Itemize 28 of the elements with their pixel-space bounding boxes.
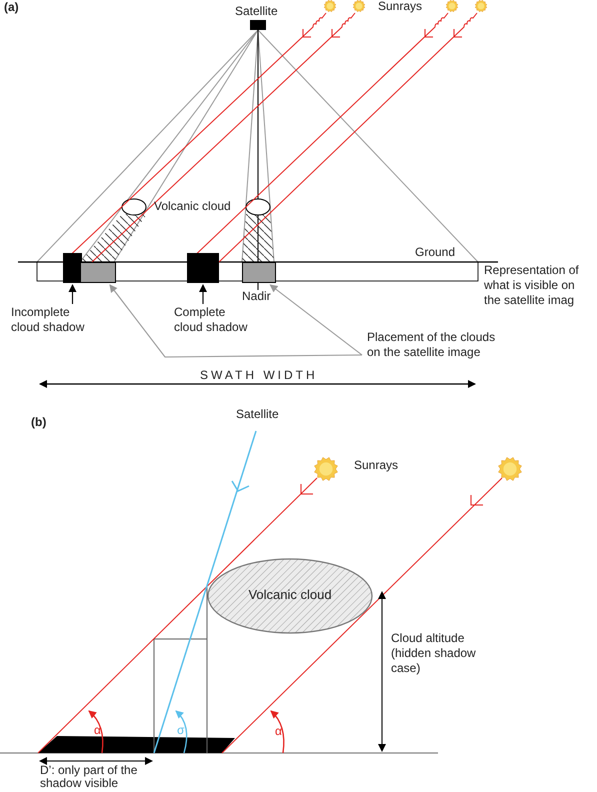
angle-symbol: σ — [177, 723, 184, 738]
angle-symbol: α — [275, 724, 282, 739]
arrow — [199, 284, 207, 304]
caption-text: Incomplete cloud shadow — [11, 305, 101, 335]
strip-description: Representation of what is visible on the satellite imag — [484, 263, 580, 308]
satellite-label: Satellite — [235, 4, 278, 19]
arrow — [68, 284, 76, 304]
cloud-image-block — [242, 262, 276, 283]
swath-width-label: SWATH WIDTH — [200, 368, 318, 383]
cloud-label: Volcanic cloud — [154, 199, 231, 214]
panel-label: (b) — [31, 415, 46, 430]
caption-text: Complete cloud shadow — [174, 305, 252, 335]
sunrays-label: Sunrays — [378, 0, 422, 14]
shadow-block — [63, 253, 82, 283]
nadir-label: Nadir — [242, 289, 271, 304]
altitude-label: Cloud altitude (hidden shadow case) — [391, 631, 477, 676]
cloud-label: Volcanic cloud — [247, 587, 333, 602]
cloud-image-block — [80, 262, 116, 283]
angle-symbol: α — [94, 723, 101, 738]
shadow-block — [187, 253, 219, 283]
caption-text: Placement of the clouds on the satellite image — [367, 330, 502, 360]
arrow — [270, 284, 362, 356]
arrow — [109, 284, 362, 358]
panel-label: (a) — [4, 0, 19, 15]
ground-label: Ground — [415, 245, 456, 260]
sunrays-label: Sunrays — [354, 458, 398, 473]
distance-label: D’: only part of the shadow visible — [40, 764, 138, 790]
satellite-label: Satellite — [236, 407, 279, 422]
